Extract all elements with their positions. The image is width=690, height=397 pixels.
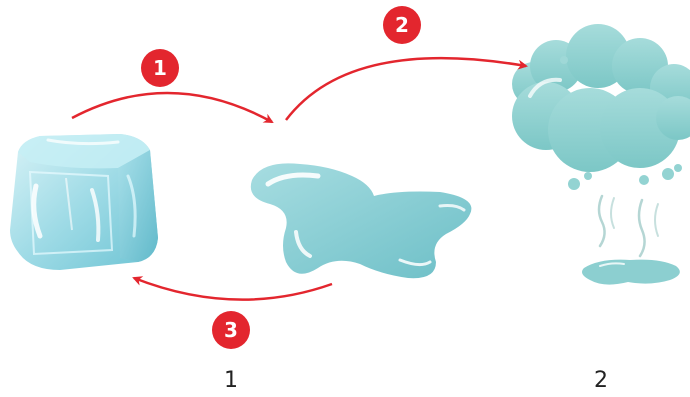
arrow-step-3 [132, 276, 333, 301]
water-puddle-icon [250, 163, 472, 279]
step-badge-1: 1 [141, 49, 179, 87]
caption-right: 2 [594, 368, 608, 393]
step-badge-3: 3 [212, 311, 250, 349]
arrow-step-1 [71, 91, 274, 124]
step-badge-2: 2 [383, 6, 421, 44]
step-badge-1-label: 1 [153, 56, 167, 80]
ice-cube-icon [10, 134, 158, 270]
arrow-step-2 [285, 56, 528, 121]
rain-cloud-icon [512, 24, 690, 285]
caption-left: 1 [224, 368, 238, 393]
step-badge-3-label: 3 [224, 318, 238, 342]
step-badge-2-label: 2 [395, 13, 409, 37]
